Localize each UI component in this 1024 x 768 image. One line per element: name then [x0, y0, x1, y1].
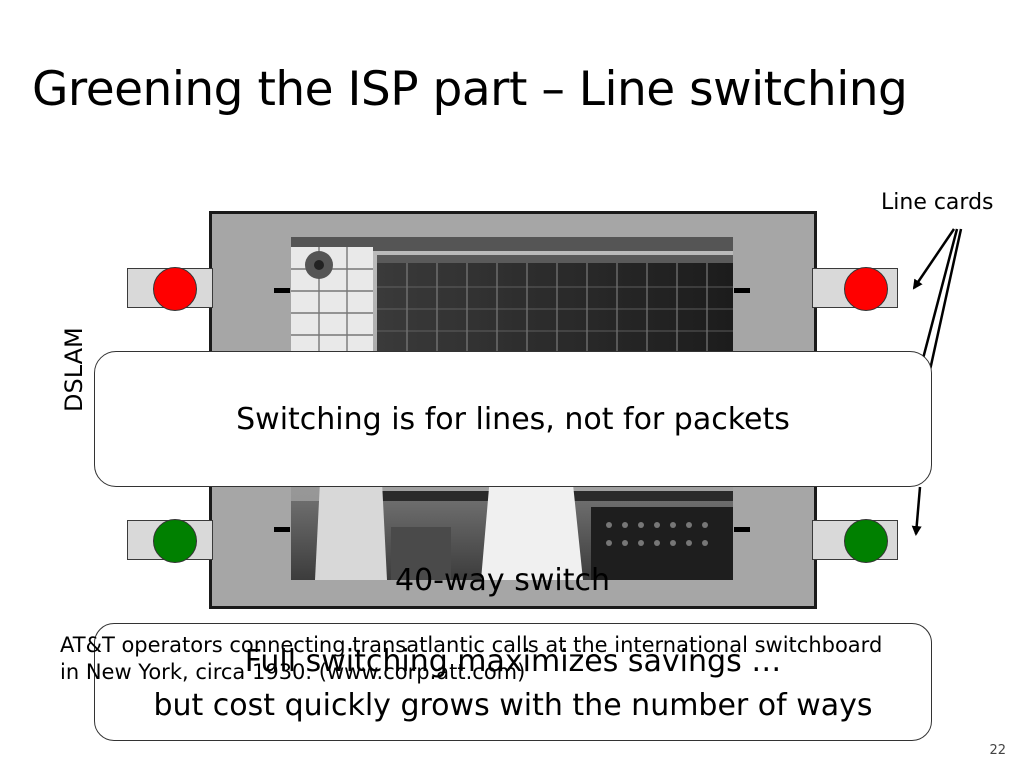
bottom-line-1: Full switching maximizes savings …	[244, 644, 782, 679]
bottom-box: Full switching maximizes savings … but c…	[94, 623, 932, 741]
red-led-icon	[844, 267, 888, 311]
photo-caption: AT&T operators connecting transatlantic …	[60, 632, 882, 686]
bottom-line-2: but cost quickly grows with the number o…	[153, 688, 873, 723]
side-label: DSLAM	[60, 327, 88, 412]
slide-title: Greening the ISP part – Line switching	[32, 62, 908, 117]
green-led-icon	[153, 519, 197, 563]
slide-number: 22	[989, 743, 1006, 758]
red-led-icon	[153, 267, 197, 311]
line-cards-label: Line cards	[881, 190, 994, 215]
green-led-icon	[844, 519, 888, 563]
connector-stub	[274, 288, 290, 293]
callout-box: Switching is for lines, not for packets	[94, 351, 932, 487]
connector-stub	[734, 288, 750, 293]
connector-stub	[274, 527, 290, 532]
photo-caption-line-2: in New York, circa 1930. (www.corp.att.c…	[60, 660, 526, 684]
connector-stub	[734, 527, 750, 532]
switch-caption: 40-way switch	[395, 563, 610, 598]
photo-caption-line-1: AT&T operators connecting transatlantic …	[60, 633, 883, 657]
callout-text: Switching is for lines, not for packets	[236, 401, 790, 437]
